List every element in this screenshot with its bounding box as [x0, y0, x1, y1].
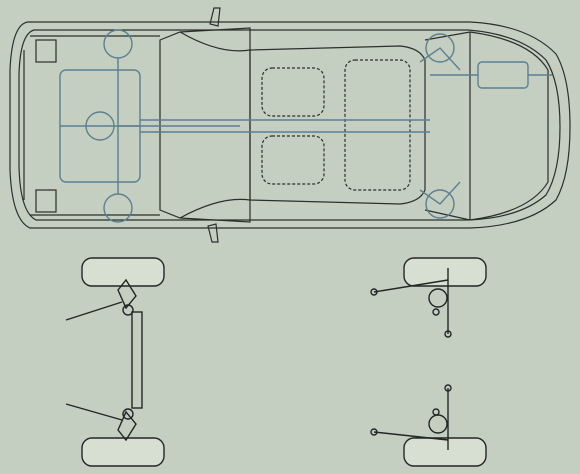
rear-joint-top [432, 308, 440, 316]
rear-joint-bottom [432, 408, 440, 416]
windshield-frame [159, 27, 251, 223]
rack-joint-bottom [122, 408, 134, 420]
rack-joint-top [122, 304, 134, 316]
trailing-arm-right [373, 431, 449, 441]
rear-seat [344, 59, 411, 191]
front-tire-bottom [81, 437, 165, 467]
front-knuckle-top [117, 278, 137, 310]
rear-tire-top [403, 257, 487, 287]
rear-tire-bottom [403, 437, 487, 467]
rear-joint-end-bottom [444, 384, 452, 392]
front-tire-top [81, 257, 165, 287]
seats [261, 59, 411, 191]
trailing-arm-bushing-top [370, 288, 378, 296]
steering-rack-lower [131, 311, 143, 409]
front-knuckle-bottom [117, 410, 137, 442]
trailing-arm-left [373, 279, 449, 293]
side-mirror-right [207, 223, 219, 243]
roof-panel [249, 45, 426, 205]
front-seat-left [261, 67, 325, 117]
front-suspension-diagram [65, 257, 165, 467]
rear-suspension-diagram [370, 257, 487, 467]
car-top-view [9, 7, 571, 243]
rear-joint-end-top [444, 330, 452, 338]
rear-suspension-left [419, 47, 461, 71]
tie-rod-right [65, 403, 123, 421]
car-body-inner-outline [18, 29, 561, 221]
rear-hatch-frame [424, 31, 549, 221]
rear-wheel-hub-left [425, 33, 455, 63]
front-seat-right [261, 135, 325, 185]
side-mirror-left [209, 7, 221, 27]
car-body-outline [9, 21, 571, 229]
rear-spring-top [428, 288, 448, 308]
drive-tunnel [140, 119, 430, 133]
rear-suspension-right [419, 181, 461, 205]
rear-wheel-hub-right [425, 189, 455, 219]
tie-rod-left [65, 301, 123, 321]
headlight-right [35, 189, 57, 213]
headlight-left [35, 39, 57, 63]
trailing-arm-bushing-bottom [370, 428, 378, 436]
roof-pillars [179, 31, 251, 219]
chassis-parts [59, 29, 552, 223]
